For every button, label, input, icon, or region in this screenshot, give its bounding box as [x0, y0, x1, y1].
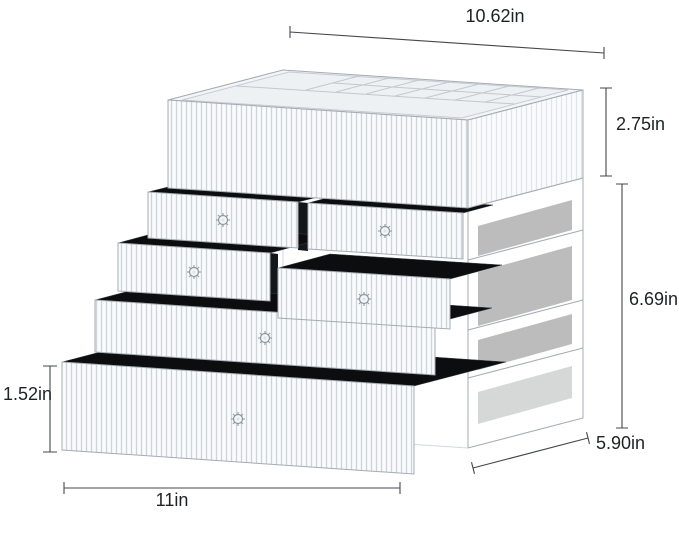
drawer-row2-right	[277, 253, 503, 330]
interior-drawer-box	[478, 366, 572, 424]
interior-drawer-box	[478, 246, 572, 326]
dimension-depth-label: 5.90in	[596, 433, 645, 453]
tray-side-panel	[467, 89, 584, 209]
interior-drawer-box	[478, 314, 572, 370]
dimension-depth: 5.90in	[470, 432, 645, 474]
dimension-tray-height-label: 2.75in	[616, 114, 665, 134]
top-tray	[167, 69, 584, 209]
drawer-knob-icon	[257, 330, 273, 346]
dimension-base-width: 11in	[63, 482, 401, 510]
drawer-knob-icon	[356, 291, 372, 307]
drawer-knob-icon	[215, 212, 231, 228]
dimension-cabinet-height: 6.69in	[616, 183, 678, 429]
interior-drawer-box	[478, 200, 572, 256]
tray-compartment-grid	[235, 75, 543, 105]
drawer-row1-right	[307, 194, 494, 260]
dimension-top-width-label: 10.62in	[465, 6, 524, 26]
dimension-tray-height: 2.75in	[600, 87, 665, 177]
dimension-drawer-height-label: 1.52in	[3, 384, 52, 404]
dimension-cabinet-height-label: 6.69in	[629, 289, 678, 309]
drawer-knob-icon	[377, 223, 393, 239]
drawer-knob-icon	[186, 264, 202, 280]
cabinet-side-panel	[467, 177, 584, 449]
dimension-drawer-height: 1.52in	[3, 365, 57, 453]
dimension-top-width: 10.62in	[289, 6, 605, 59]
dimension-base-width-label: 11in	[156, 490, 189, 510]
drawer-knob-icon	[230, 411, 246, 427]
